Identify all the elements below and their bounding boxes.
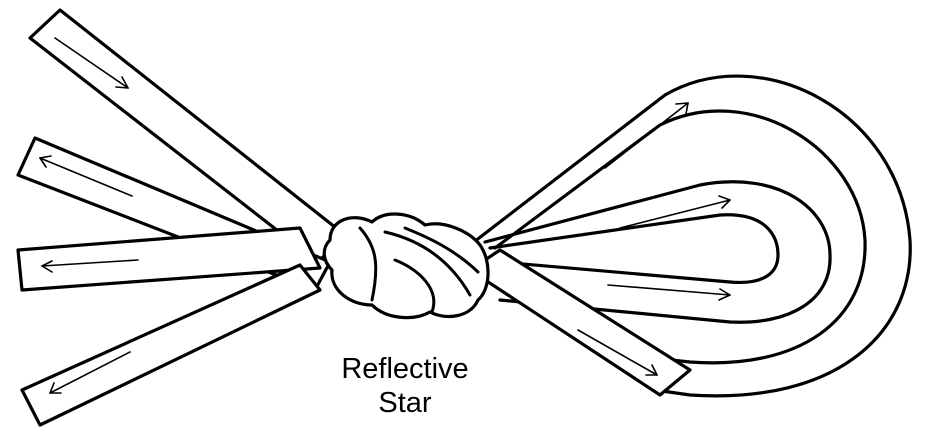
strip-bottom-left	[22, 265, 320, 425]
knot	[324, 214, 488, 318]
arrow-outer-loop	[605, 103, 688, 168]
loop-group	[470, 76, 910, 396]
arrow-middle-loop	[620, 200, 730, 228]
outer-loop-edge	[470, 76, 910, 396]
outer-loop-inner-edge	[495, 111, 865, 363]
caption-line-2: Star	[300, 386, 510, 420]
diagram-caption: Reflective Star	[300, 352, 510, 420]
arrow-lower-middle	[608, 285, 730, 295]
left-strips	[18, 10, 345, 425]
caption-line-1: Reflective	[300, 352, 510, 386]
